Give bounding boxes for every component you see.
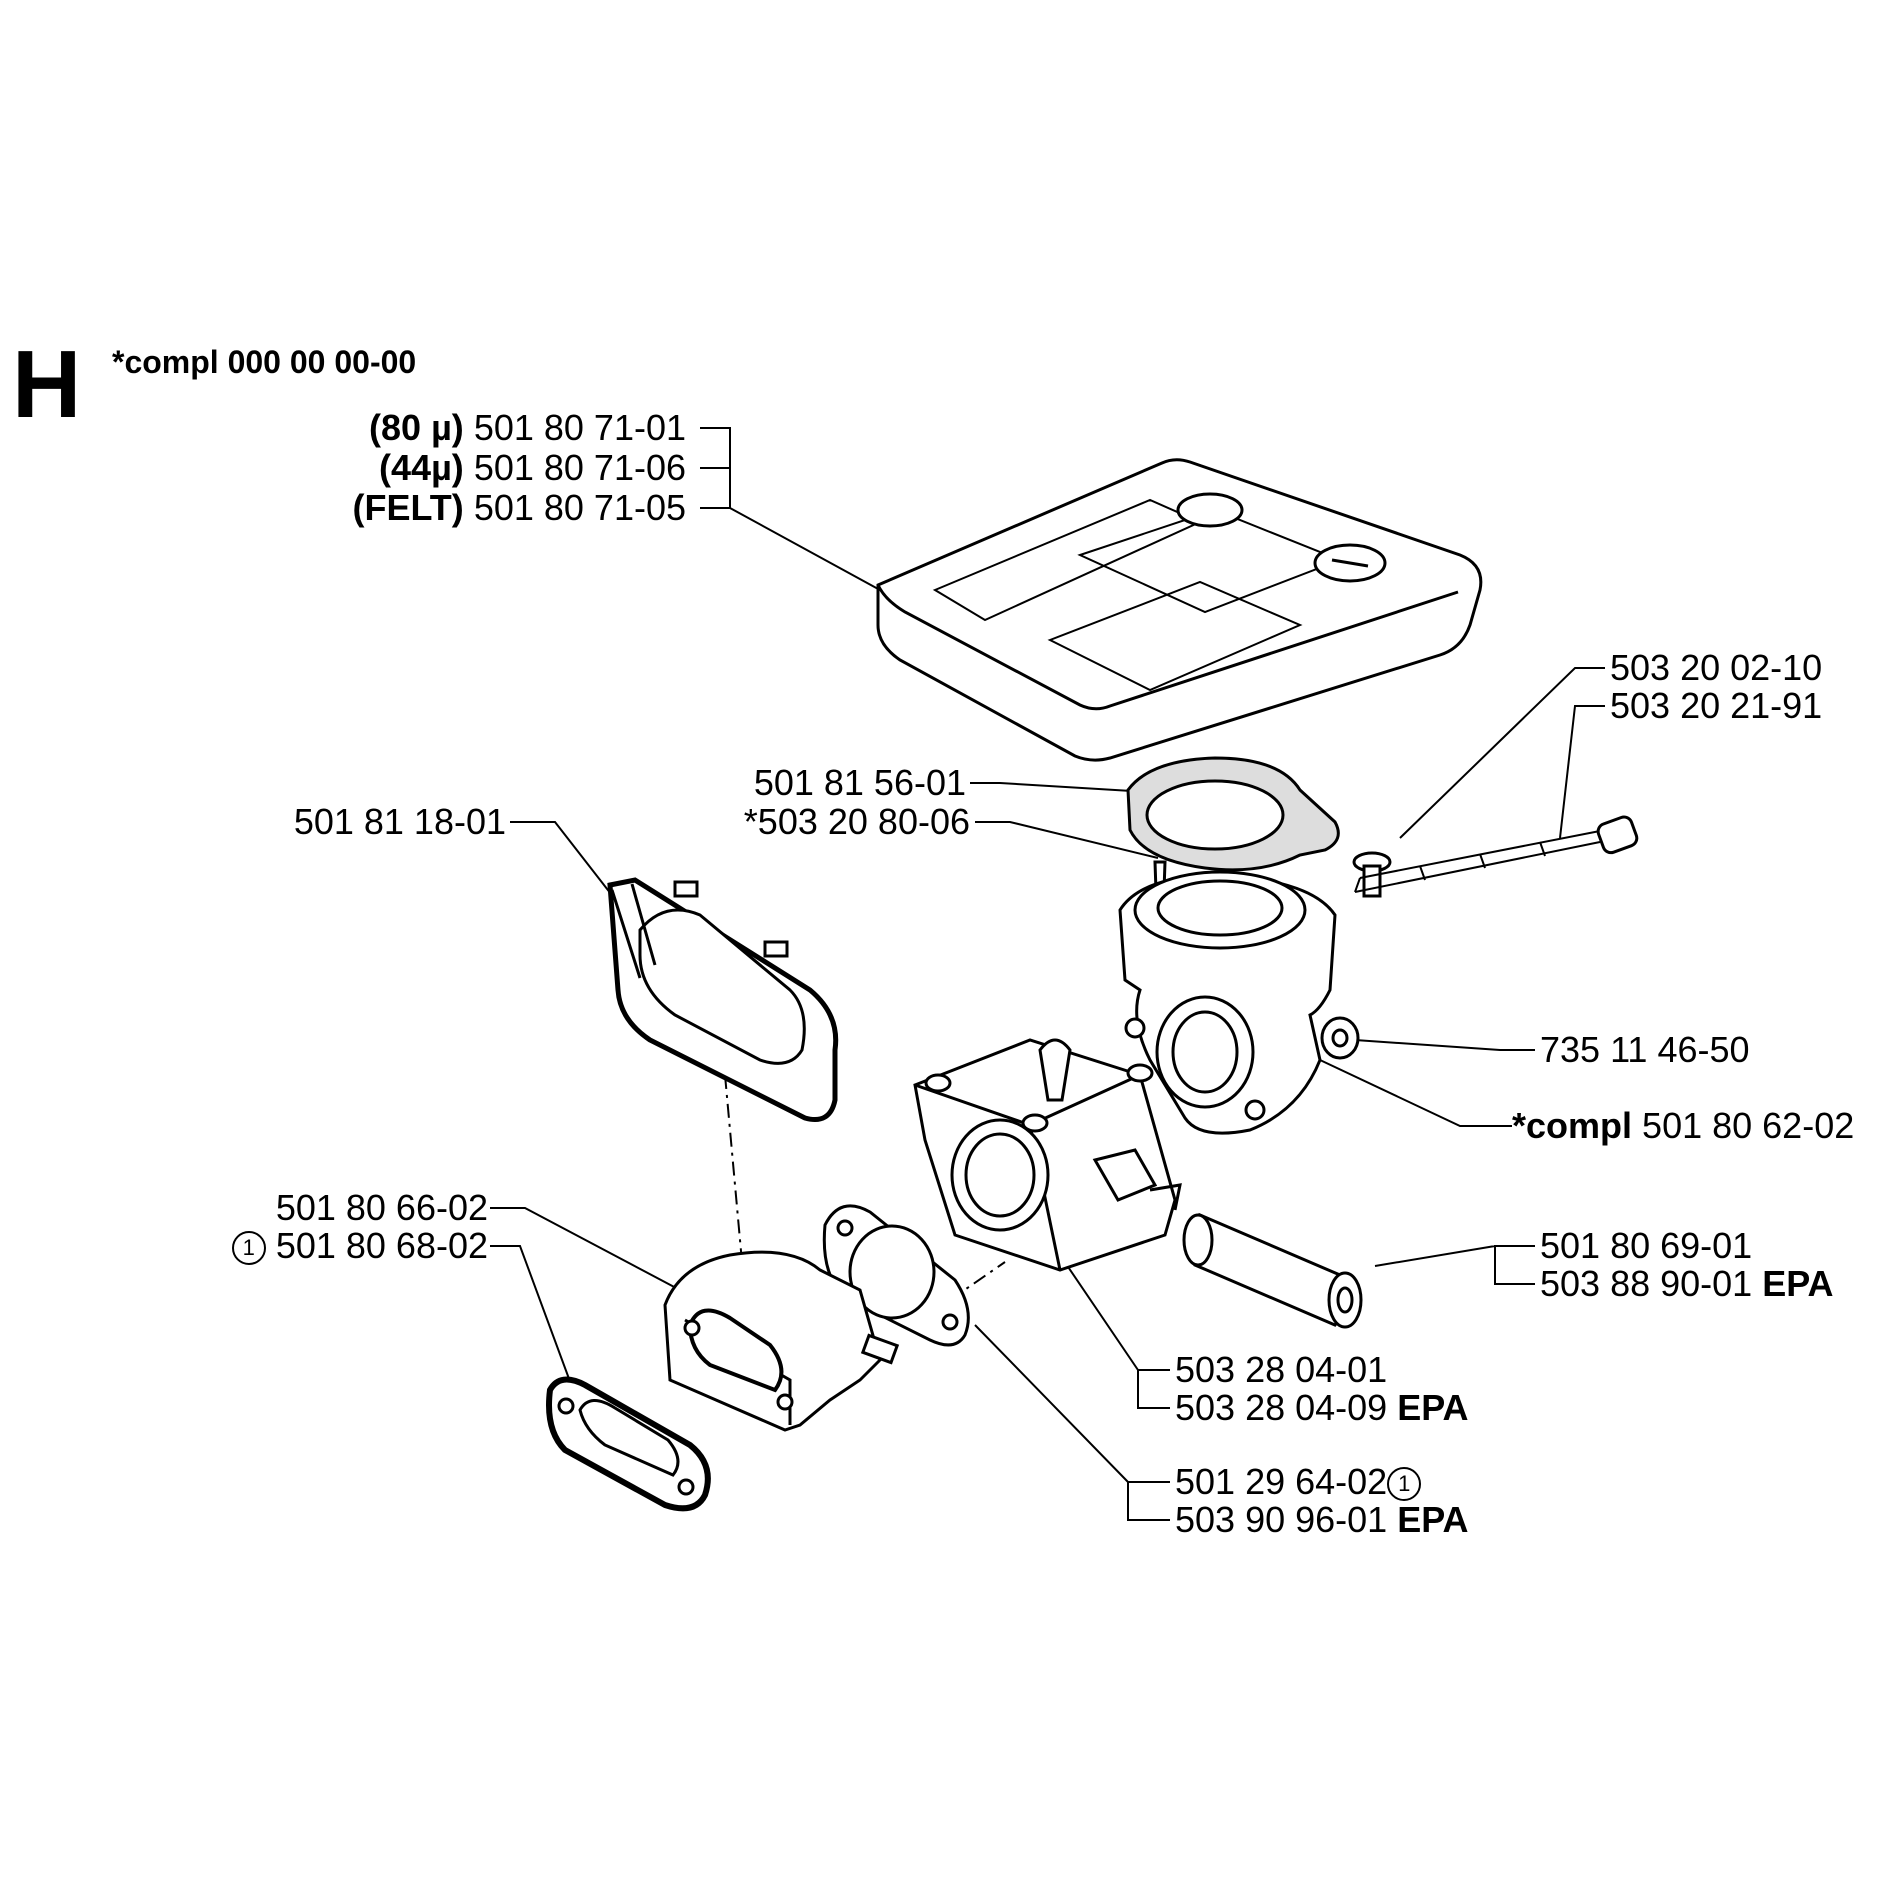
leader-gasket-top bbox=[970, 782, 1149, 793]
leader-intake bbox=[1319, 1059, 1512, 1127]
fuel-hose bbox=[1182, 1212, 1363, 1329]
carburetor bbox=[913, 1038, 1182, 1272]
label-filter-seal: 501 81 18-01 bbox=[293, 801, 506, 842]
label-carb-a: 503 28 04-01 bbox=[1175, 1349, 1388, 1390]
leader-filter-seal bbox=[510, 821, 626, 913]
adapter-gasket bbox=[546, 1376, 711, 1512]
label-screw-a: 503 20 02-10 bbox=[1610, 647, 1823, 688]
label-hose-a: 501 80 69-01 bbox=[1540, 1225, 1753, 1266]
label-gasket-top: 501 81 56-01 bbox=[753, 762, 966, 803]
leader-air-filter bbox=[700, 427, 881, 591]
filter-seal bbox=[607, 877, 839, 1122]
label-washer: 735 11 46-50 bbox=[1540, 1029, 1750, 1070]
label-air-filter-44: (44µ) 501 80 71-06 bbox=[379, 447, 686, 488]
leader-washer bbox=[1354, 1039, 1535, 1051]
top-gasket bbox=[1126, 756, 1340, 872]
carb-adapter bbox=[663, 1250, 900, 1432]
label-screw-b: 503 20 21-91 bbox=[1610, 685, 1823, 726]
leader-adapter bbox=[490, 1207, 696, 1299]
leader-adapter-gasket bbox=[490, 1245, 576, 1396]
leader-gasket-c bbox=[974, 1324, 1170, 1521]
label-air-filter-80: (80 µ) 501 80 71-01 bbox=[369, 407, 686, 448]
leader-stud bbox=[975, 821, 1159, 859]
leader-screw-a bbox=[1399, 667, 1605, 839]
air-filter-cover bbox=[876, 458, 1483, 762]
label-carb-b: 503 28 04-09 EPA bbox=[1175, 1387, 1469, 1428]
label-gasket-d: 503 90 96-01 EPA bbox=[1175, 1499, 1469, 1540]
label-adapter-b: 1 501 80 68-02 bbox=[231, 1226, 488, 1266]
label-adapter-a: 501 80 66-02 bbox=[275, 1187, 488, 1228]
assembly-title: *compl 000 00 00-00 bbox=[112, 344, 417, 380]
label-stud: *503 20 80-06 bbox=[743, 801, 970, 842]
label-intake-compl: *compl 501 80 62-02 bbox=[1512, 1105, 1855, 1146]
section-letter: H bbox=[12, 331, 82, 438]
label-air-filter-felt: (FELT) 501 80 71-05 bbox=[352, 487, 687, 528]
intake-elbow bbox=[1118, 870, 1337, 1135]
carb-gasket bbox=[822, 1204, 970, 1347]
label-hose-b: 503 88 90-01 EPA bbox=[1540, 1263, 1834, 1304]
leader-hose bbox=[1374, 1245, 1535, 1285]
leader-carb bbox=[1059, 1254, 1170, 1409]
leader-screw-b bbox=[1559, 705, 1605, 839]
